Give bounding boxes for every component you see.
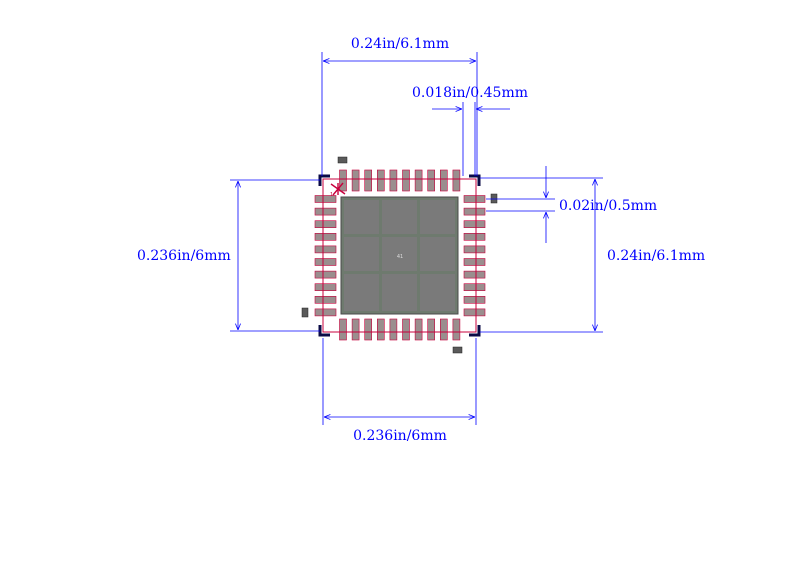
pad-top — [452, 169, 461, 192]
pad-right — [463, 283, 486, 292]
pad-left — [314, 233, 337, 241]
pad-right — [463, 270, 486, 279]
dimension-right-height — [480, 177, 603, 333]
corner-brackets — [318, 174, 481, 337]
dimension-pad-width — [432, 102, 510, 176]
dimension-right-height-label: 0.24in/6.1mm — [607, 248, 705, 264]
pad-bottom — [427, 318, 436, 341]
center-pad-label: 41 — [397, 254, 403, 260]
pad-top — [339, 169, 347, 192]
dimension-top-width — [321, 52, 478, 176]
pad-right — [463, 195, 486, 203]
pad-left — [314, 220, 337, 228]
pad-bottom — [339, 318, 347, 341]
pad-right — [463, 295, 486, 304]
thermal-pad — [340, 196, 459, 315]
dimension-bottom-width-label: 0.236in/6mm — [353, 428, 447, 444]
pad-right — [463, 233, 486, 241]
pad-left — [314, 295, 337, 304]
dimension-pitch-label: 0.02in/0.5mm — [559, 198, 657, 214]
pad-right — [463, 258, 486, 266]
dimension-left-height — [230, 179, 320, 332]
pad-right — [463, 207, 486, 216]
pads-top-row — [339, 169, 461, 192]
pad-top — [376, 169, 385, 192]
pad-top — [439, 169, 448, 192]
dimension-top-width-label: 0.24in/6.1mm — [351, 36, 449, 52]
marker-bottom-right — [452, 346, 463, 354]
pad-left — [314, 283, 337, 292]
pad-top — [427, 169, 436, 192]
marker-left — [301, 307, 309, 318]
pad-bottom — [439, 318, 448, 341]
pad-left — [314, 245, 337, 254]
pad-bottom — [452, 318, 461, 341]
dimension-pad-width-label: 0.018in/0.45mm — [412, 85, 528, 101]
pad-top — [351, 169, 360, 192]
marker-top-left — [337, 156, 348, 164]
pads-right-column — [463, 195, 486, 317]
pad-left — [314, 195, 337, 203]
pad-left — [314, 258, 337, 266]
pad-left — [314, 207, 337, 216]
pad-top — [364, 169, 373, 192]
dimension-bottom-width — [322, 338, 477, 425]
pad-right — [463, 220, 486, 228]
pad-left — [314, 308, 337, 317]
marker-right — [490, 193, 498, 204]
dimension-pitch — [486, 166, 555, 243]
pad-top — [402, 169, 410, 192]
pad-right — [463, 308, 486, 317]
pads-left-column — [314, 195, 337, 317]
pad-bottom — [414, 318, 423, 341]
dimension-left-height-label: 0.236in/6mm — [137, 248, 231, 264]
pad-bottom — [402, 318, 410, 341]
pad-bottom — [376, 318, 385, 341]
pin-one-marker-icon — [330, 182, 346, 196]
pad-bottom — [389, 318, 398, 341]
pad-left — [314, 270, 337, 279]
pads-bottom-row — [339, 318, 461, 341]
package-outline — [322, 178, 477, 333]
pad-top — [389, 169, 398, 192]
pad-top — [414, 169, 423, 192]
pad-bottom — [364, 318, 373, 341]
pad-bottom — [351, 318, 360, 341]
pad-right — [463, 245, 486, 254]
pin-one-label: 1 — [330, 192, 333, 198]
